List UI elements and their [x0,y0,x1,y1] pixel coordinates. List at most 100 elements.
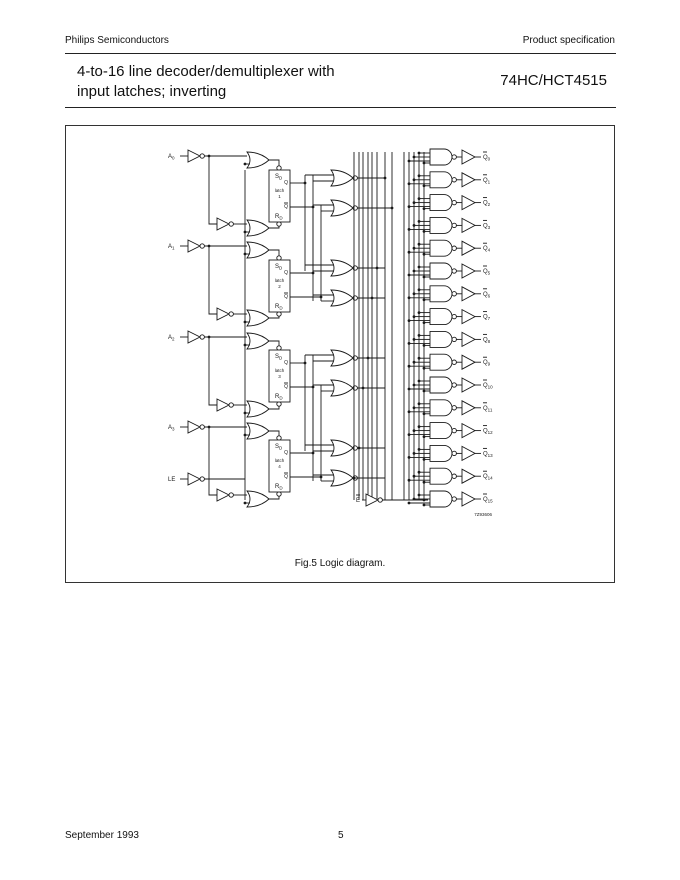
or-gate-set-4 [246,422,270,440]
junction-dot [422,252,426,256]
junction-dot [407,296,411,300]
output-label-q1: Q1 [483,178,491,185]
output-buffer [461,149,476,165]
latch-qbar-label: Q [284,474,288,480]
inversion-bubble [451,154,457,160]
figure-frame: Fig.5 Logic diagram. [65,125,615,583]
enable-inverter [365,493,380,507]
junction-dot [417,402,421,406]
junction-dot [417,470,421,474]
nor-gate-3 [330,289,354,307]
output-buffer [461,194,476,211]
inversion-bubble [451,336,457,343]
junction-dot [243,162,247,166]
junction-dot [417,379,421,383]
junction-dot [407,364,411,368]
latch-index: 3 [278,374,281,379]
or-gate-reset-1 [246,219,270,237]
output-nand-gate-1 [429,171,453,189]
inversion-bubble [451,427,457,434]
wire [269,406,280,410]
title-line-1: 4-to-16 line decoder/demultiplexer with [77,63,335,80]
wire [208,246,217,315]
output-buffer [461,400,476,416]
junction-dot [412,338,416,341]
output-nand-gate-11 [429,399,453,417]
junction-dot [243,320,247,324]
junction-dot [412,497,416,501]
junction-dot [417,151,421,155]
input-inverter-a1 [187,239,202,253]
output-buffer [461,422,476,439]
part-number: 74HC/HCT4515 [500,72,607,89]
junction-dot [243,252,247,256]
inversion-bubble [451,222,457,229]
input-label-a0: A0 [168,154,175,161]
junction-dot [407,387,411,391]
input-label-le: LE [168,477,175,483]
junction-dot [422,207,426,211]
output-label-q8: Q8 [483,337,491,344]
latch-reset-label: RD [275,304,283,311]
junction-dot [422,275,426,279]
figure-caption: Fig.5 Logic diagram. [294,558,386,569]
latch-2 [268,259,291,313]
output-label-q6: Q6 [483,292,491,299]
inversion-bubble [228,221,234,227]
latch-q-label: Q [284,360,288,366]
junction-dot [407,410,411,414]
latch-name: latch [275,278,285,283]
inversion-bubble [451,450,457,457]
junction-dot [407,228,411,231]
latch-index: 4 [278,464,281,469]
second-inverter-a3 [216,488,231,502]
output-nand-gate-0 [429,148,453,166]
output-buffer [461,491,476,507]
latch-qbar-label: Q [284,384,288,390]
inversion-bubble [276,491,282,497]
inversion-bubble [451,359,457,365]
junction-dot [417,197,421,201]
or-gate-set-2 [246,241,270,259]
inversion-bubble [199,424,205,430]
junction-dot [417,242,421,246]
output-nand-gate-12 [429,422,453,440]
latch-set-label: SD [275,354,283,361]
output-label-q0: Q0 [483,155,491,162]
output-label-q10: Q10 [483,383,493,390]
junction-dot [407,501,411,505]
latch-name: latch [275,188,285,193]
junction-dot [243,343,247,347]
nor-gate-6 [330,439,354,457]
output-buffer [461,308,476,325]
wire [269,496,280,500]
wire [269,430,280,436]
latch-3 [268,349,291,403]
latch-reset-label: RD [275,394,283,401]
junction-dot [407,342,411,345]
junction-dot [412,429,416,432]
header-rule-top [65,53,616,54]
output-label-q2: Q2 [483,201,491,208]
junction-dot [412,360,416,364]
inversion-bubble [451,268,457,274]
output-nand-gate-14 [429,467,453,485]
wire [208,427,217,496]
output-buffer [461,172,476,188]
junction-dot [412,201,416,205]
latch-name: latch [275,368,285,373]
output-label-q3: Q3 [483,223,491,230]
junction-dot [422,480,426,484]
output-label-q7: Q7 [483,315,491,322]
junction-dot [412,474,416,478]
title-line-2: input latches; inverting [77,83,227,100]
inversion-bubble [276,345,282,351]
latch-reset-label: RD [275,214,283,221]
output-nand-gate-8 [429,330,453,348]
junction-dot [407,273,411,277]
latch-q-label: Q [284,270,288,276]
junction-dot [422,458,426,461]
input-label-a2: A2 [168,335,175,342]
junction-dot [422,366,426,370]
